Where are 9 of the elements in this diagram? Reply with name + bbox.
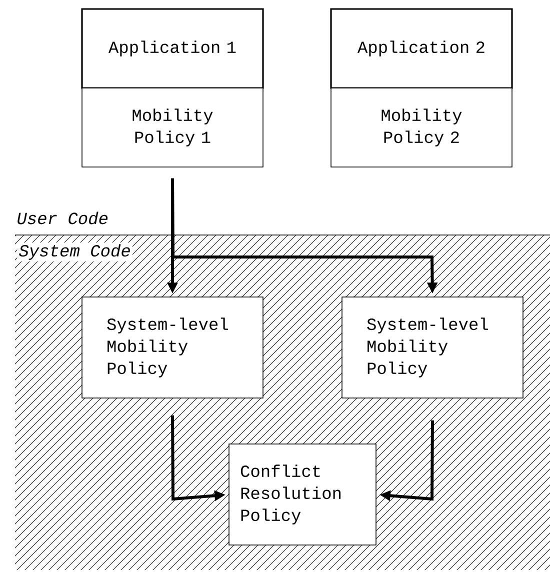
policy-box: Mobility Policy 1 (82, 88, 264, 168)
policy-box: System-level Mobility Policy (82, 296, 264, 398)
region-label: System Code (19, 244, 130, 260)
policy-box: System-level Mobility Policy (342, 296, 524, 398)
application-box: Application 2 (330, 8, 513, 89)
region-label: User Code (18, 212, 108, 224)
policy-box: Mobility Policy 2 (330, 88, 512, 168)
application-box: Application 1 (81, 8, 264, 89)
policy-box: Conflict Resolution Policy (228, 444, 376, 546)
